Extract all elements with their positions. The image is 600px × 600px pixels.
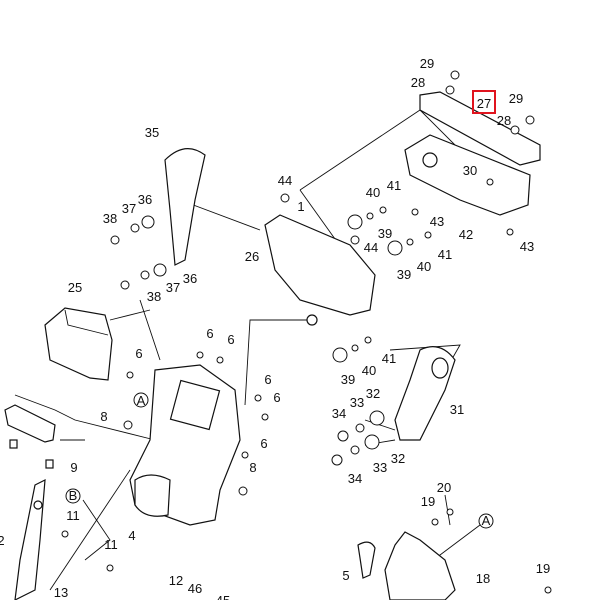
callout-38[interactable]: 38 bbox=[147, 289, 161, 304]
callout-33[interactable]: 33 bbox=[350, 395, 364, 410]
callout-39[interactable]: 39 bbox=[397, 267, 411, 282]
callout-31[interactable]: 31 bbox=[450, 402, 464, 417]
callout-30[interactable]: 30 bbox=[463, 163, 477, 178]
callout-33[interactable]: 33 bbox=[373, 460, 387, 475]
ref-b-label: B bbox=[69, 488, 78, 503]
part-27-bracket[interactable] bbox=[404, 91, 541, 216]
ref-marker-a-1: A bbox=[133, 392, 149, 408]
callout-20[interactable]: 20 bbox=[437, 480, 451, 495]
callout-6[interactable]: 6 bbox=[273, 390, 280, 405]
callout-28[interactable]: 28 bbox=[497, 113, 511, 128]
callout-6[interactable]: 6 bbox=[227, 332, 234, 347]
callout-1[interactable]: 1 bbox=[297, 199, 304, 214]
part-4-main-unit[interactable] bbox=[129, 364, 241, 526]
callout-2[interactable]: 2 bbox=[0, 533, 5, 548]
callout-45[interactable]: 45 bbox=[216, 593, 230, 600]
part-25-cover[interactable] bbox=[44, 307, 113, 381]
callout-35[interactable]: 35 bbox=[145, 125, 159, 140]
callout-41[interactable]: 41 bbox=[438, 247, 452, 262]
fasteners bbox=[61, 70, 552, 594]
callout-12[interactable]: 12 bbox=[169, 573, 183, 588]
callout-18[interactable]: 18 bbox=[476, 571, 490, 586]
part-9-bar[interactable] bbox=[4, 404, 56, 469]
callout-36[interactable]: 36 bbox=[138, 192, 152, 207]
callout-29[interactable]: 29 bbox=[509, 91, 523, 106]
callout-40[interactable]: 40 bbox=[417, 259, 431, 274]
callout-6[interactable]: 6 bbox=[206, 326, 213, 341]
part-26-plate[interactable] bbox=[264, 214, 376, 326]
callout-44[interactable]: 44 bbox=[278, 173, 292, 188]
ref-marker-a-2: A bbox=[478, 513, 494, 529]
part-35-bracket[interactable] bbox=[164, 148, 206, 266]
callout-41[interactable]: 41 bbox=[382, 351, 396, 366]
ref-a-label: A bbox=[137, 393, 146, 408]
callout-4[interactable]: 4 bbox=[128, 528, 135, 543]
callout-41[interactable]: 41 bbox=[387, 178, 401, 193]
callout-19[interactable]: 19 bbox=[536, 561, 550, 576]
callout-39[interactable]: 39 bbox=[378, 226, 392, 241]
callout-8[interactable]: 8 bbox=[100, 409, 107, 424]
callout-11[interactable]: 11 bbox=[104, 537, 118, 552]
callout-34[interactable]: 34 bbox=[348, 471, 362, 486]
callout-29[interactable]: 29 bbox=[420, 56, 434, 71]
callout-32[interactable]: 32 bbox=[391, 451, 405, 466]
part-18-assembly[interactable] bbox=[357, 531, 456, 600]
callout-6[interactable]: 6 bbox=[135, 346, 142, 361]
callout-6[interactable]: 6 bbox=[260, 436, 267, 451]
callout-28[interactable]: 28 bbox=[411, 75, 425, 90]
ref-a-label: A bbox=[482, 513, 491, 528]
callout-6[interactable]: 6 bbox=[264, 372, 271, 387]
callout-37[interactable]: 37 bbox=[122, 201, 136, 216]
callout-46[interactable]: 46 bbox=[188, 581, 202, 596]
callout-25[interactable]: 25 bbox=[68, 280, 82, 295]
callout-37[interactable]: 37 bbox=[166, 280, 180, 295]
callout-5[interactable]: 5 bbox=[342, 568, 349, 583]
callout-32[interactable]: 32 bbox=[366, 386, 380, 401]
callout-19[interactable]: 19 bbox=[421, 494, 435, 509]
callout-9[interactable]: 9 bbox=[70, 460, 77, 475]
part-callouts: 29 28 27 29 28 35 30 44 40 41 36 37 38 1… bbox=[0, 56, 550, 600]
callout-11[interactable]: 11 bbox=[66, 508, 80, 523]
callout-42[interactable]: 42 bbox=[459, 227, 473, 242]
part-31-arm[interactable] bbox=[394, 346, 456, 441]
callout-13[interactable]: 13 bbox=[54, 585, 68, 600]
callout-26[interactable]: 26 bbox=[245, 249, 259, 264]
callout-44[interactable]: 44 bbox=[364, 240, 378, 255]
callout-36[interactable]: 36 bbox=[183, 271, 197, 286]
callout-39[interactable]: 39 bbox=[341, 372, 355, 387]
ref-marker-b: B bbox=[65, 488, 81, 504]
callout-40[interactable]: 40 bbox=[366, 185, 380, 200]
callout-34[interactable]: 34 bbox=[332, 406, 346, 421]
callout-43[interactable]: 43 bbox=[430, 214, 444, 229]
callout-8[interactable]: 8 bbox=[249, 460, 256, 475]
part-13-arm[interactable] bbox=[14, 478, 46, 600]
highlight-box-27 bbox=[472, 90, 496, 114]
callout-38[interactable]: 38 bbox=[103, 211, 117, 226]
callout-43[interactable]: 43 bbox=[520, 239, 534, 254]
callout-40[interactable]: 40 bbox=[362, 363, 376, 378]
callout-27[interactable]: 27 bbox=[477, 96, 491, 111]
